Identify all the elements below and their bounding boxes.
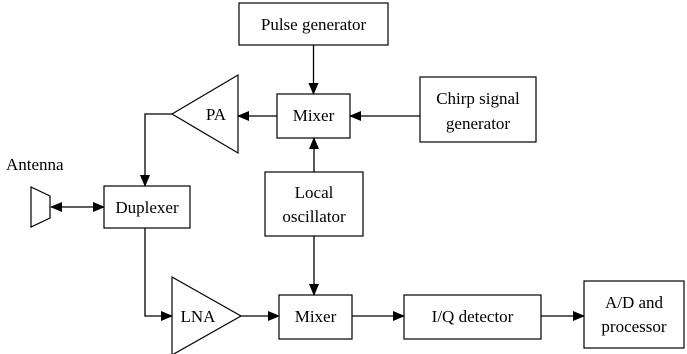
pa-amplifier: PA (170, 73, 239, 155)
tx-mixer-block: Mixer (276, 93, 351, 139)
arrow-duplexer-to-lna (144, 228, 173, 321)
pulse-generator-label: Pulse generator (261, 15, 367, 34)
antenna-label: Antenna (6, 155, 64, 174)
local-oscillator-block: Local oscillator (264, 171, 364, 237)
rx-mixer-block: Mixer (278, 294, 353, 340)
local-osc-label-line1: Local (295, 183, 334, 202)
chirp-label-line2: generator (446, 114, 511, 133)
duplexer-label: Duplexer (115, 198, 179, 217)
signal-connections (50, 45, 585, 321)
duplexer-block: Duplexer (103, 185, 191, 229)
antenna-symbol: Antenna (6, 155, 64, 228)
lna-label: LNA (181, 307, 217, 326)
arrow-pa-to-duplexer (140, 113, 172, 187)
pulse-generator-block: Pulse generator (238, 2, 389, 46)
ad-label-line2: processor (601, 317, 666, 336)
local-osc-label-line2: oscillator (282, 207, 346, 226)
chirp-label-line1: Chirp signal (436, 89, 520, 108)
iq-detector-label: I/Q detector (432, 307, 514, 326)
rx-mixer-label: Mixer (295, 307, 337, 326)
tx-mixer-label: Mixer (293, 106, 335, 125)
pa-label: PA (206, 105, 227, 124)
ad-processor-block: A/D and processor (583, 280, 685, 349)
ad-label-line1: A/D and (605, 293, 664, 312)
chirp-generator-block: Chirp signal generator (419, 76, 537, 143)
iq-detector-block: I/Q detector (403, 294, 542, 340)
lna-amplifier: LNA (171, 275, 243, 354)
